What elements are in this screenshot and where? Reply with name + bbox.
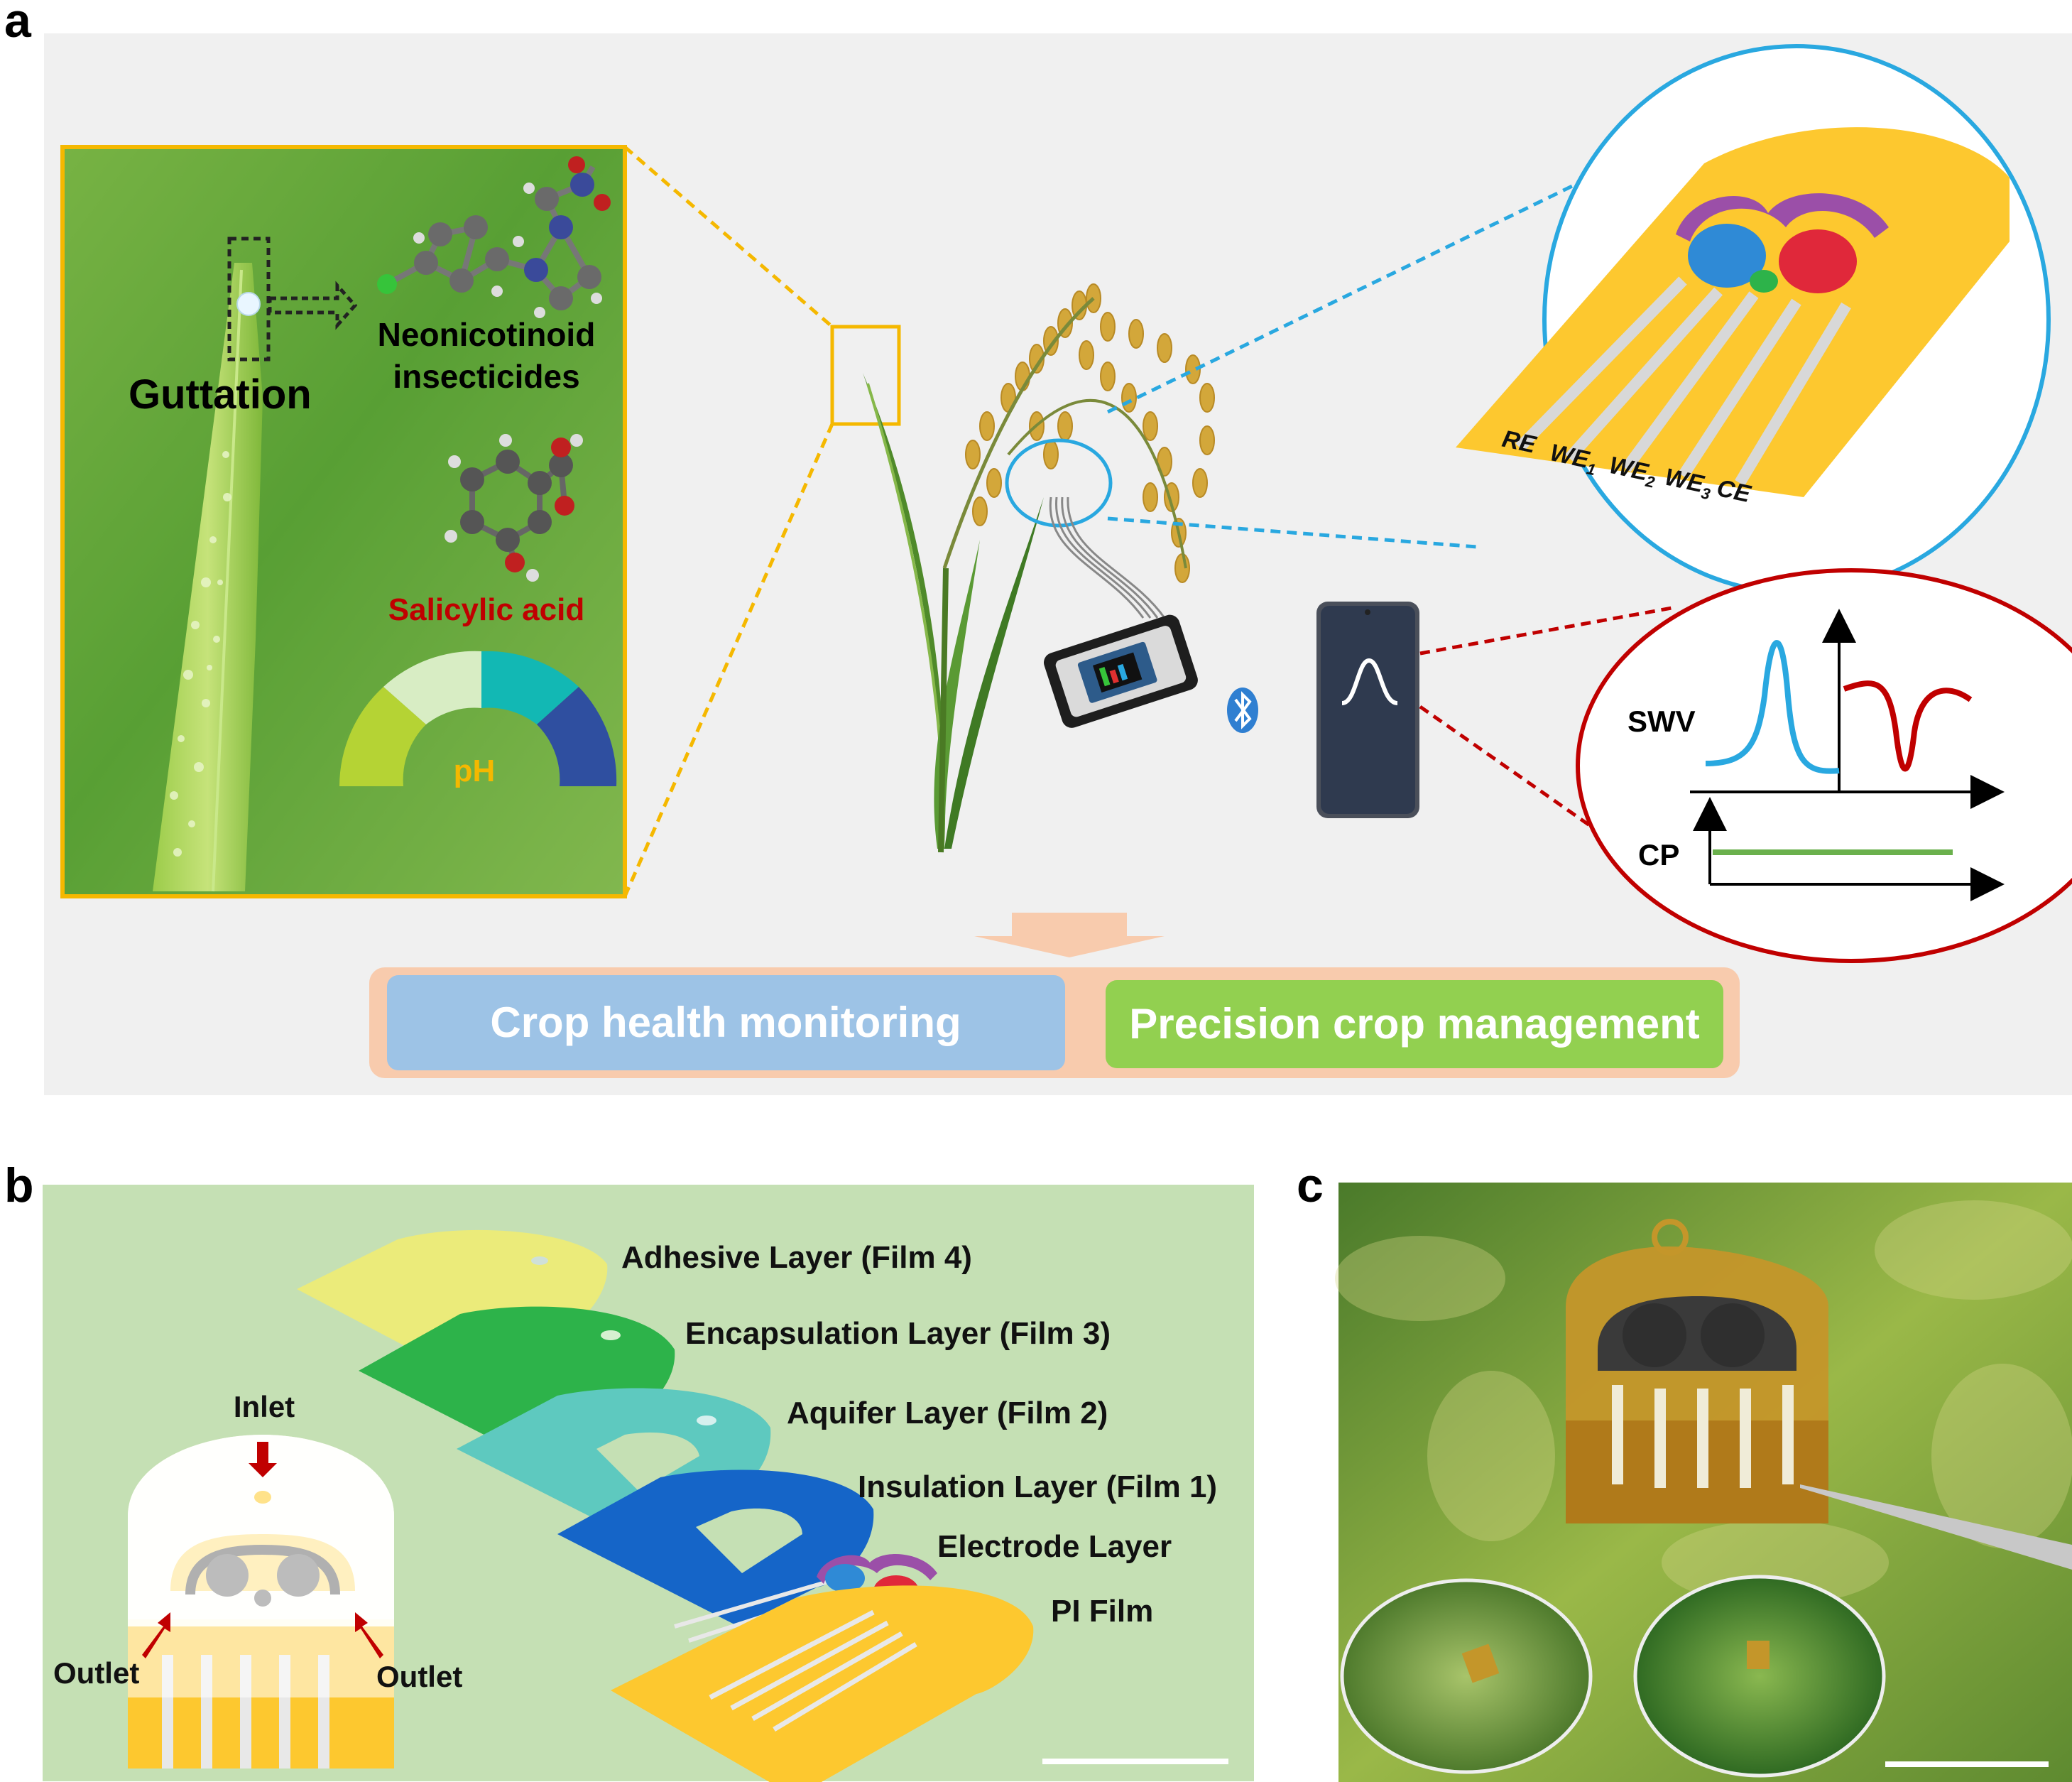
pi-film xyxy=(611,1585,1034,1782)
photo-blur-highlights xyxy=(1335,1200,2072,1605)
cp-label: CP xyxy=(1638,838,1679,871)
inlet-arrow-icon xyxy=(249,1442,277,1477)
sensor-location-ellipse xyxy=(1005,438,1113,528)
layer-label-electrode: Electrode Layer xyxy=(937,1529,1172,1564)
panel-a: a Guttation xyxy=(4,0,2072,1095)
electrode-layer-we1 xyxy=(825,1564,865,1592)
outlet-right-arrow-icon xyxy=(355,1612,383,1658)
rice-plant-icon xyxy=(863,283,1215,853)
working-electrode-3 xyxy=(1779,229,1857,293)
salicylic-acid-molecule-icon xyxy=(445,434,583,582)
precision-management-box xyxy=(1106,980,1723,1068)
working-electrode-2 xyxy=(1750,270,1778,293)
strawberry-leaf-inset xyxy=(1340,1578,1593,1774)
rice-leaf-inset xyxy=(1633,1575,1886,1778)
electrode-layer-re xyxy=(817,1554,937,1584)
inset-connector-lines xyxy=(623,146,834,898)
reference-electrode xyxy=(1676,193,1889,241)
panel-c-letter: c xyxy=(1297,1158,1324,1212)
layer-label-encapsulation: Encapsulation Layer (Film 3) xyxy=(685,1316,1111,1351)
layer-label-adhesive: Adhesive Layer (Film 4) xyxy=(621,1240,972,1275)
layer-label-pi-film: PI Film xyxy=(1051,1594,1153,1629)
potentiostat-icon xyxy=(1043,614,1198,728)
swv-reduction-peak xyxy=(1843,680,1973,772)
panel-b-letter: b xyxy=(4,1158,34,1212)
schematic-we2 xyxy=(254,1590,271,1607)
sensor-device-photo xyxy=(1566,1219,1828,1523)
inlet-label: Inlet xyxy=(234,1390,295,1423)
smartphone-icon xyxy=(1316,602,1419,818)
sensor-wires xyxy=(1049,496,1166,619)
panel-b: b Adhesive Lay xyxy=(4,1158,1254,1782)
swv-label: SWV xyxy=(1627,705,1696,738)
guttation-label: Guttation xyxy=(129,371,312,418)
neonicotinoid-label-line2: insecticides xyxy=(393,358,579,395)
layer-stack xyxy=(297,1229,1034,1782)
signal-zoom: SWV CP xyxy=(1576,568,2072,963)
outcome-arrow-icon xyxy=(974,913,1165,957)
working-electrode-1 xyxy=(1688,224,1766,288)
swv-oxidation-peak xyxy=(1705,640,1840,774)
insulation-layer xyxy=(557,1469,874,1626)
inlet-hole xyxy=(254,1491,271,1504)
crop-health-label: Crop health monitoring xyxy=(490,999,961,1046)
guttation-drop xyxy=(236,292,261,316)
layer-label-aquifer: Aquifer Layer (Film 2) xyxy=(787,1396,1108,1430)
leaf-tip-box xyxy=(830,325,901,426)
guttation-inset: Guttation xyxy=(60,145,627,898)
flow-schematic xyxy=(128,1435,394,1769)
signal-zoom-ellipse xyxy=(1576,568,2072,963)
crop-health-box xyxy=(387,975,1065,1070)
electrode-tracks xyxy=(1515,276,1851,487)
panel-a-letter: a xyxy=(4,0,32,48)
neonicotinoid-label-line1: Neonicotinoid xyxy=(378,316,596,353)
layer-label-insulation: Insulation Layer (Film 1) xyxy=(858,1469,1217,1504)
electrode-zoom-connectors xyxy=(1106,161,1620,549)
guttation-droplets xyxy=(170,451,231,857)
tweezers-icon xyxy=(1800,1484,2072,1570)
pi-film-tracks xyxy=(709,1609,917,1732)
electrode-zoom: RE WE1 WE2 WE3 CE xyxy=(1456,44,2051,595)
bluetooth-icon xyxy=(1227,688,1258,733)
precision-management-label: Precision crop management xyxy=(1129,1000,1700,1048)
outlet-right-label: Outlet xyxy=(376,1660,462,1693)
outlet-left-label: Outlet xyxy=(53,1656,139,1690)
neonicotinoid-molecule-icon xyxy=(377,156,611,318)
schematic-we3 xyxy=(277,1554,320,1597)
panel-c: c xyxy=(1297,1158,2072,1782)
schematic-we1 xyxy=(206,1554,249,1597)
outlet-left-arrow-icon xyxy=(142,1612,170,1658)
salicylic-acid-label: Salicylic acid xyxy=(388,592,584,627)
ph-label: pH xyxy=(454,754,496,788)
ph-gauge xyxy=(339,651,617,786)
dashed-arrow-icon xyxy=(268,281,358,330)
